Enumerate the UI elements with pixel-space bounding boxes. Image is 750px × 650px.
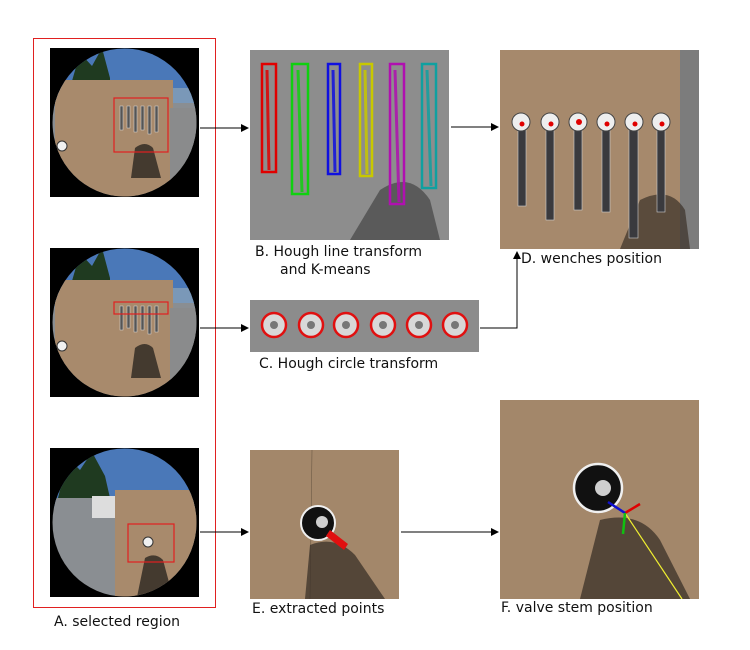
caption-b-line2: and K-means (280, 262, 371, 278)
caption-c: C. Hough circle transform (259, 356, 439, 372)
panel-a2-camera-view (50, 248, 199, 397)
panel-e-extracted-points (250, 450, 399, 599)
caption-e: E. extracted points (252, 601, 385, 617)
panel-f-valve-stem-position (500, 400, 699, 599)
selected-region-frame (33, 38, 216, 608)
panel-b-hough-lines (250, 50, 449, 240)
panel-d-wrench-positions (500, 50, 699, 249)
panel-c-hough-circles (250, 300, 479, 352)
caption-a: A. selected region (54, 614, 181, 630)
caption-f: F. valve stem position (501, 600, 653, 616)
panel-a1-camera-view (50, 48, 199, 197)
caption-d: D. wenches position (521, 251, 662, 267)
panel-a3-camera-view (50, 448, 199, 597)
arrow-c-to-d (480, 251, 521, 329)
caption-b-line1: B. Hough line transform (255, 244, 423, 260)
